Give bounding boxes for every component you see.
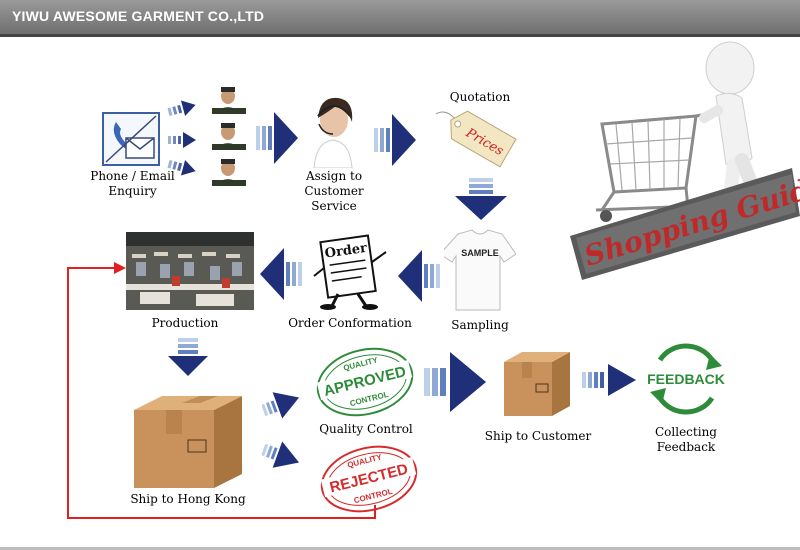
- arrow-to-order-confirmation: [398, 250, 440, 302]
- company-title: YIWU AWESOME GARMENT CO.,LTD: [12, 8, 265, 24]
- shipping-box-hk-icon: [134, 396, 242, 488]
- collecting-feedback-label: Collecting Feedback: [655, 425, 717, 454]
- enquiry-label: Phone / Email Enquiry: [90, 169, 175, 198]
- arrow-to-ship-customer: [424, 352, 486, 412]
- sample-shirt-icon: SAMPLE: [444, 229, 516, 311]
- shipping-box-customer-icon: [504, 352, 570, 416]
- order-document-icon: Order: [313, 234, 387, 310]
- arrow-to-rejected: [262, 441, 300, 468]
- arrow-to-customer-service: [256, 112, 298, 164]
- factory-photo: [126, 232, 254, 310]
- operators-icon: [212, 87, 246, 186]
- price-tag-icon: Prices: [435, 110, 517, 168]
- ship-hk-label: Ship to Hong Kong: [130, 492, 246, 506]
- arrow-to-approved: [262, 392, 300, 419]
- order-doc-text: Order: [324, 241, 368, 262]
- arrow-to-ship-hk: [168, 338, 208, 376]
- arrow-to-production: [260, 248, 302, 300]
- shirt-print-text: SAMPLE: [461, 248, 499, 258]
- feedback-badge-icon: FEEDBACK: [647, 343, 725, 415]
- production-label: Production: [151, 316, 219, 330]
- bottom-rule: [0, 547, 800, 550]
- enquiry-arrows: [167, 100, 196, 176]
- sampling-label: Sampling: [451, 318, 509, 332]
- arrow-to-feedback: [582, 364, 636, 396]
- customer-service-rep-icon: [313, 97, 353, 168]
- ship-customer-label: Ship to Customer: [484, 429, 592, 443]
- rejected-main-text: REJECTED: [328, 461, 410, 497]
- arrow-to-quotation: [374, 114, 416, 166]
- header-bar: YIWU AWESOME GARMENT CO.,LTD: [0, 0, 800, 37]
- order-confirmation-label: Order Conformation: [288, 316, 412, 330]
- shopping-guide-illustration: Shopping Guide: [570, 41, 800, 280]
- assign-label: Assign to Customer Service: [304, 169, 364, 213]
- quality-control-label: Quality Control: [319, 422, 413, 436]
- feedback-badge-text: FEEDBACK: [647, 371, 725, 387]
- approved-stamp-icon: QUALITY APPROVED CONTROL: [316, 347, 414, 417]
- rejected-stamp-icon: QUALITY REJECTED CONTROL: [320, 445, 418, 513]
- phone-email-icon: [102, 112, 160, 166]
- arrow-to-sampling: [455, 178, 507, 220]
- quotation-label: Quotation: [449, 90, 511, 104]
